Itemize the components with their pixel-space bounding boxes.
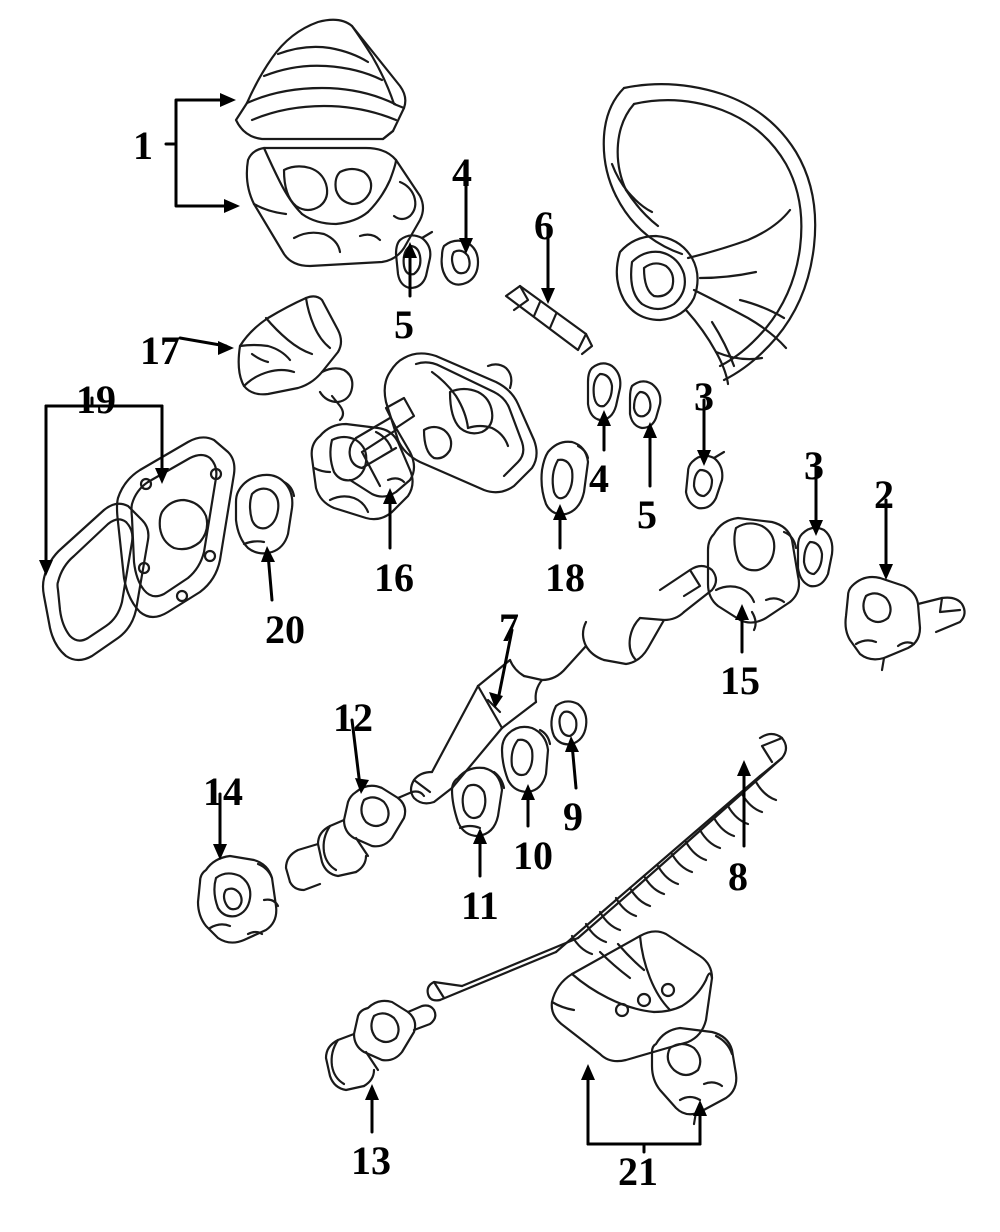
callout-15: 15: [720, 658, 760, 703]
part-10-bearing: [500, 725, 552, 794]
part-5-clip-upper: [394, 230, 434, 290]
callout-12: 12: [333, 695, 373, 740]
callout-19: 19: [76, 377, 116, 422]
part-column-cover-lower: [245, 146, 425, 268]
callout-6: 6: [534, 203, 554, 248]
callout-11: 11: [461, 883, 499, 928]
part-column-cover-upper: [234, 18, 407, 141]
callout-18: 18: [545, 555, 585, 600]
callout-3-lower: 3: [804, 443, 824, 488]
part-14-yoke: [196, 854, 280, 944]
part-12-universal-joint: [284, 784, 426, 892]
part-3-clip-upper: [684, 450, 726, 510]
part-19-gasket-outer: [41, 502, 150, 662]
callout-9: 9: [563, 794, 583, 839]
callout-13: 13: [351, 1138, 391, 1183]
part-8-worm-shaft: [426, 732, 788, 1002]
part-4-bushing-upper: [440, 239, 480, 286]
part-5-clip-lower: [628, 380, 662, 430]
part-3-clip-lower: [796, 526, 834, 588]
part-4-bushing-lower: [586, 362, 622, 422]
callout-5-lower: 5: [637, 492, 657, 537]
part-7-intermediate-shaft: [409, 564, 718, 805]
leader-lines: [44, 98, 888, 1154]
callout-4-upper: 4: [452, 150, 472, 195]
callout-1: 1: [133, 123, 153, 168]
callout-14: 14: [203, 769, 243, 814]
part-13-universal-joint-lower: [324, 999, 437, 1092]
callout-21: 21: [618, 1149, 658, 1194]
callout-3-upper: 3: [694, 374, 714, 419]
callout-4-lower: 4: [589, 456, 609, 501]
part-18-bushing: [540, 440, 590, 516]
part-9-snap-ring: [550, 700, 588, 746]
callout-20: 20: [265, 607, 305, 652]
part-20-bushing: [234, 473, 296, 555]
part-21-lower-bracket: [550, 930, 738, 1126]
callout-17: 17: [140, 328, 180, 373]
callout-2: 2: [874, 472, 894, 517]
part-steering-wheel: [602, 83, 817, 386]
part-6-lock-bolt: [504, 284, 594, 356]
part-16-lower-bracket: [310, 422, 414, 521]
callout-16: 16: [374, 555, 414, 600]
part-16-column-housing: [383, 352, 538, 494]
part-2-ignition-switch: [844, 575, 966, 672]
part-17-support-bracket: [237, 295, 354, 422]
part-19-cover-plate: [115, 436, 236, 619]
callout-7: 7: [499, 605, 519, 650]
callout-8: 8: [728, 854, 748, 899]
callout-10: 10: [513, 833, 553, 878]
leader-arrowheads: [39, 93, 893, 1116]
part-15-lock-housing: [706, 516, 801, 632]
callout-5-upper: 5: [394, 302, 414, 347]
